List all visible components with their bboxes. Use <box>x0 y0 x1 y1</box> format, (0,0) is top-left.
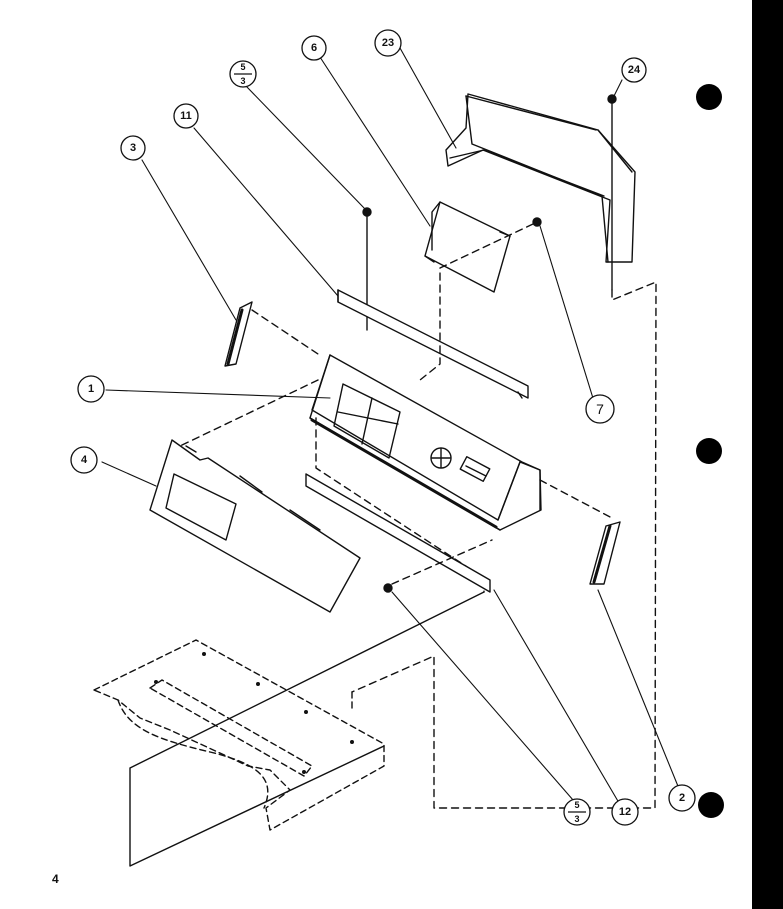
part-1-console-panel <box>309 354 542 531</box>
phantom-line-5-3-bottom <box>391 539 493 585</box>
svg-text:6: 6 <box>311 42 317 54</box>
svg-text:23: 23 <box>382 37 394 49</box>
part-2-right-end-cap <box>589 521 621 585</box>
svg-text:4: 4 <box>81 454 88 466</box>
phantom-line-1c <box>539 479 613 519</box>
svg-text:2: 2 <box>679 792 685 804</box>
callout-5-3-bottom: 5 3 <box>563 798 591 826</box>
svg-text:24: 24 <box>628 64 641 76</box>
part-6-small-bracket <box>424 201 511 293</box>
svg-text:5: 5 <box>574 800 579 810</box>
phantom-line-3 <box>251 309 319 355</box>
svg-text:5: 5 <box>240 62 245 72</box>
svg-text:7: 7 <box>596 401 604 417</box>
svg-text:11: 11 <box>180 110 192 122</box>
punch-hole-top <box>696 84 722 110</box>
punch-hole-middle <box>696 438 722 464</box>
callout-12: 12 <box>611 798 639 826</box>
part-5-3-bottom-screw <box>383 583 393 593</box>
callout-6: 6 <box>301 35 327 61</box>
part-4-front-cover <box>149 439 361 613</box>
svg-text:1: 1 <box>88 383 94 395</box>
part-12-lower-strip <box>305 473 491 593</box>
callout-23: 23 <box>374 29 402 57</box>
svg-text:3: 3 <box>130 142 136 154</box>
callout-2: 2 <box>668 784 696 812</box>
phantom-line-1d <box>179 379 319 447</box>
svg-text:3: 3 <box>240 76 245 86</box>
callout-24: 24 <box>621 57 647 83</box>
svg-text:12: 12 <box>619 806 631 818</box>
callout-7: 7 <box>585 394 615 424</box>
phantom-line-1a <box>419 345 441 381</box>
phantom-line-7 <box>439 223 534 347</box>
callout-4: 4 <box>70 446 98 474</box>
punch-hole-bottom <box>698 792 724 818</box>
callout-11: 11 <box>173 103 199 129</box>
callout-5-3-top: 5 3 <box>229 60 257 88</box>
callout-3: 3 <box>120 135 146 161</box>
phantom-line-24 <box>351 281 657 809</box>
cabinet-base-dots <box>154 652 354 774</box>
part-24-screw <box>607 94 617 291</box>
page-edge-binding <box>752 0 783 909</box>
callout-1: 1 <box>77 375 105 403</box>
part-3-left-end-cap <box>224 301 253 367</box>
svg-text:3: 3 <box>574 814 579 824</box>
leader-lines <box>101 47 683 809</box>
page-number: 4 <box>52 872 59 886</box>
part-11-strip <box>337 289 529 399</box>
cabinet-solid-outline <box>129 591 485 867</box>
part-7-screw <box>532 217 542 227</box>
cabinet-base-phantom <box>93 639 385 831</box>
